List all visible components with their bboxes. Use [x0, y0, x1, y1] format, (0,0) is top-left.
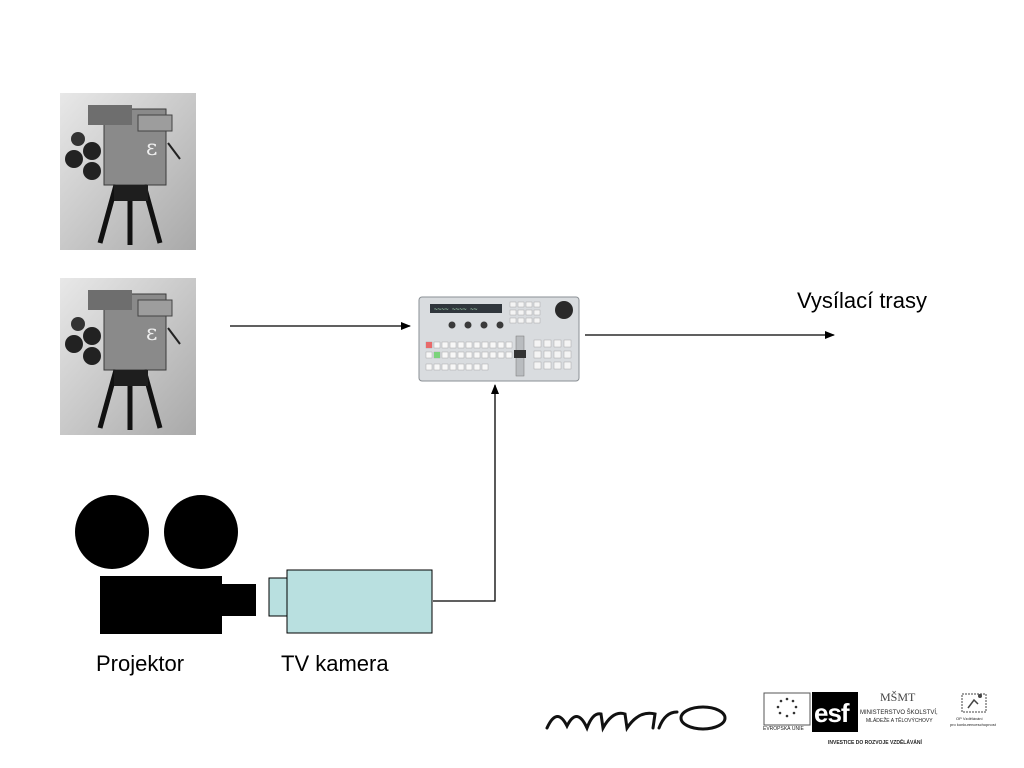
- op-logo: OP Vzdělávání pro konkurenceschopnost: [950, 690, 1000, 734]
- esf-text: esf: [814, 698, 850, 728]
- tv-camera-icon: [268, 569, 433, 634]
- studio-camera-photo-2: ε: [60, 278, 196, 435]
- ministry-line-1: MINISTERSTVO ŠKOLSTVÍ,: [860, 710, 938, 716]
- msmt-mark: MŠMT: [880, 690, 916, 704]
- esf-logo: esf: [812, 692, 858, 732]
- tv-camera-label: TV kamera: [281, 651, 389, 676]
- film-projector-icon: [74, 495, 258, 637]
- op-line-1: OP Vzdělávání: [956, 716, 983, 721]
- eu-label: EVROPSKÁ UNIE: [763, 726, 804, 732]
- svg-text:ε: ε: [146, 136, 157, 161]
- tv-camera-box: [268, 569, 434, 635]
- svg-text:~~~~ ~~~~ ~~: ~~~~ ~~~~ ~~: [434, 306, 478, 313]
- studio-camera-icon: ε: [60, 278, 196, 435]
- op-figure-icon: [961, 693, 987, 713]
- munro-logo: [543, 700, 729, 734]
- vision-mixer: ~~~~ ~~~~ ~~: [418, 296, 580, 382]
- op-line-2: pro konkurenceschopnost: [950, 722, 996, 727]
- eu-stars-icon: [763, 692, 811, 726]
- projector-label: Projektor: [96, 651, 185, 676]
- invest-line: INVESTICE DO ROZVOJE VZDĚLÁVÁNÍ: [828, 740, 922, 746]
- munro-logo-mark: [545, 705, 727, 733]
- output-label: Vysílací trasy: [797, 288, 927, 313]
- msmt-logo: MŠMT MINISTERSTVO ŠKOLSTVÍ, MLÁDEŽE A TĚ…: [860, 690, 950, 734]
- video-switcher-icon: ~~~~ ~~~~ ~~: [418, 296, 580, 382]
- studio-camera-photo-1: ε: [60, 93, 196, 250]
- svg-text:ε: ε: [146, 321, 157, 346]
- studio-camera-icon: ε: [60, 93, 196, 250]
- ministry-line-2: MLÁDEŽE A TĚLOVÝCHOVY: [866, 718, 933, 724]
- eu-flag-logo: EVROPSKÁ UNIE: [763, 692, 811, 732]
- projector-shape: [75, 495, 256, 634]
- arrow-tv-camera-to-mixer: [433, 384, 499, 602]
